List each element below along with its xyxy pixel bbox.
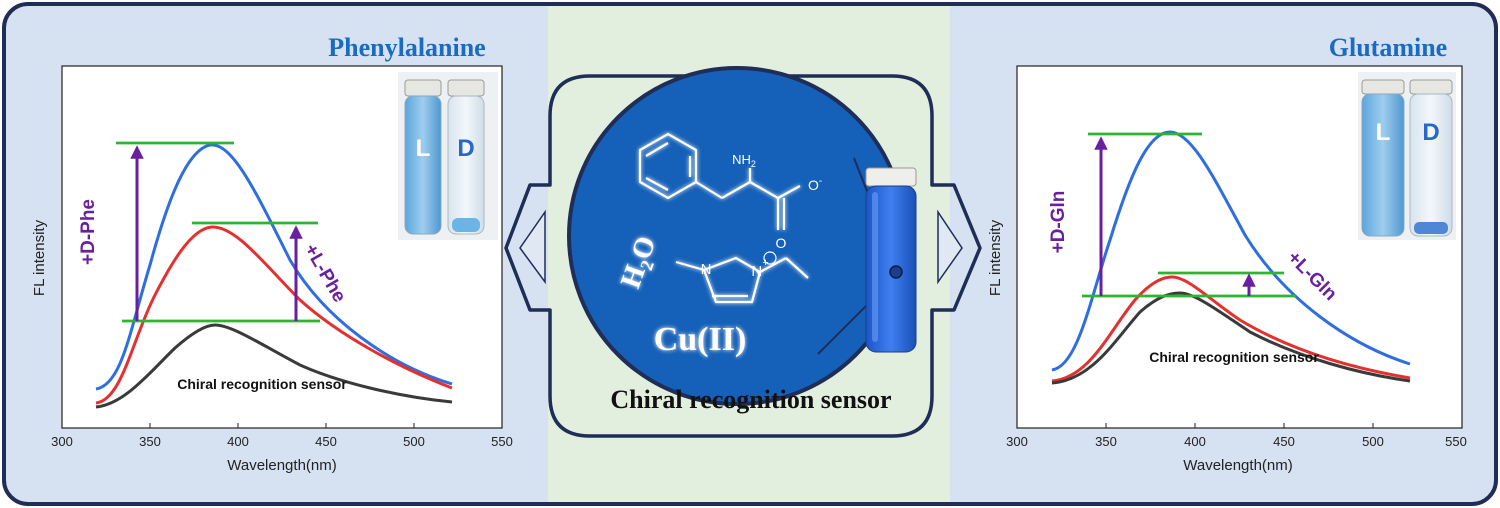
left-title: Phenylalanine — [328, 33, 485, 62]
left-x-ticks — [61, 423, 503, 428]
center-outline — [504, 74, 982, 438]
left-y-axis-label: FL intensity — [31, 219, 48, 296]
left-vial-d-label: D — [457, 135, 474, 162]
right-y-axis-label: FL intensity — [987, 219, 1004, 296]
copper-label: Cu(II) — [654, 321, 747, 358]
left-tick-label: 550 — [491, 434, 513, 449]
left-vial-photo: L D — [398, 72, 498, 240]
left-tick-label: 300 — [51, 434, 73, 449]
right-title: Glutamine — [1329, 33, 1447, 62]
o-minus-label: O- — [808, 176, 822, 193]
nh2-label: NH2 — [732, 152, 756, 169]
left-sensor-label: Chiral recognition sensor — [177, 376, 347, 392]
o-double-label: O — [776, 235, 787, 251]
left-double-arrow-icon — [519, 209, 546, 285]
imidazolium-structure — [675, 256, 809, 304]
right-sensor-label: Chiral recognition sensor — [1149, 349, 1319, 365]
right-panel: Glutamine 300 350 400 450 500 550 Wavele… — [987, 33, 1467, 474]
center-caption: Chiral recognition sensor — [610, 385, 891, 414]
left-vial-l-label: L — [416, 135, 431, 162]
right-tick-label: 300 — [1006, 434, 1028, 449]
right-tick-label: 400 — [1184, 434, 1206, 449]
left-curve-l — [95, 225, 453, 405]
phenylalanine-structure — [638, 132, 801, 230]
left-curve-d — [95, 143, 453, 391]
right-vial-photo: L D — [1358, 72, 1456, 240]
left-x-axis-label: Wavelength(nm) — [227, 457, 336, 474]
sensor-vial-photo — [865, 167, 917, 353]
right-vial-l-label: L — [1376, 119, 1391, 146]
left-panel: Phenylalanine 300 350 400 450 500 550 Wa… — [31, 33, 513, 474]
left-tick-label: 500 — [403, 434, 425, 449]
center-panel: NH2 O- O N N+ H2O Cu(II) Chiral recognit… — [504, 66, 982, 438]
vial-zoom-spot — [889, 265, 903, 279]
right-tick-label: 350 — [1095, 434, 1117, 449]
left-tick-label: 450 — [315, 434, 337, 449]
left-curve-sensor — [95, 323, 453, 409]
left-tick-label: 400 — [227, 434, 249, 449]
right-x-ticks — [1016, 423, 1463, 428]
right-tick-label: 500 — [1362, 434, 1384, 449]
n-plus-label: N+ — [751, 257, 768, 280]
right-tick-label: 450 — [1273, 434, 1295, 449]
left-arrow-d-label: +D-Phe — [78, 199, 99, 265]
left-tick-label: 350 — [139, 434, 161, 449]
right-arrow-d-label: +D-Gln — [1048, 191, 1069, 254]
right-vial-d-label: D — [1422, 119, 1439, 146]
right-double-arrow-icon — [937, 209, 963, 285]
right-tick-label: 550 — [1445, 434, 1467, 449]
right-x-axis-label: Wavelength(nm) — [1183, 457, 1292, 474]
right-curve-l — [1051, 275, 1411, 383]
n-label: N — [701, 261, 712, 278]
n-plus-charge-ring — [763, 251, 777, 265]
right-curve-sensor — [1051, 291, 1411, 385]
